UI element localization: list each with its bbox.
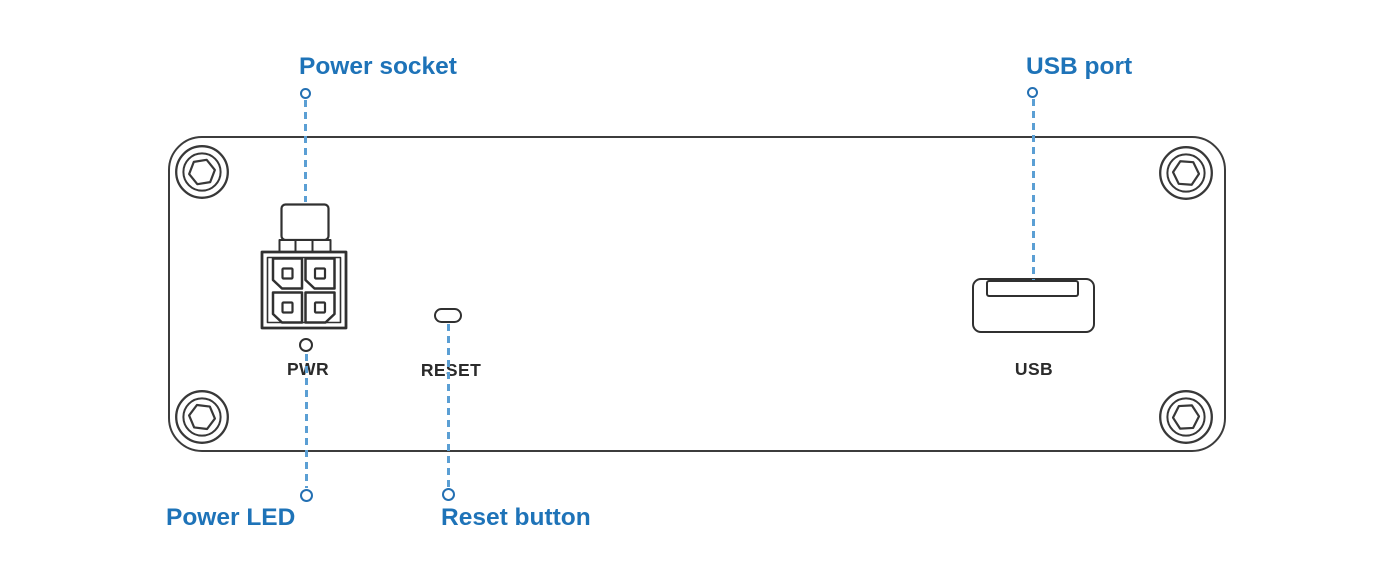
usb-port-leader-line	[1032, 99, 1035, 280]
callout-usb-port: USB port	[1026, 53, 1133, 80]
pwr-label: PWR	[286, 359, 330, 379]
screw-icon-top-left	[173, 143, 231, 201]
usb-label: USB	[1014, 359, 1054, 379]
reset-button-leader-line	[447, 324, 450, 487]
screw-icon-bottom-left	[173, 388, 231, 446]
callout-power-led: Power LED	[166, 504, 296, 531]
power-led-marker-dot	[300, 489, 313, 502]
power-led-leader-line	[305, 354, 308, 488]
reset-button-pill	[434, 308, 462, 323]
screw-icon-top-right	[1157, 144, 1215, 202]
callout-reset-button: Reset button	[441, 504, 591, 531]
reset-label: RESET	[420, 360, 482, 380]
usb-port-marker-dot	[1027, 87, 1038, 98]
screw-icon-bottom-right	[1157, 388, 1215, 446]
reset-button-marker-dot	[442, 488, 455, 501]
power-socket-leader-line	[304, 100, 307, 202]
power-socket-connector	[260, 202, 348, 330]
callout-power-socket: Power socket	[299, 53, 457, 80]
power-led-indicator	[299, 338, 313, 352]
power-socket-marker-dot	[300, 88, 311, 99]
usb-port-tongue	[986, 280, 1079, 297]
usb-port-connector	[972, 278, 1095, 333]
